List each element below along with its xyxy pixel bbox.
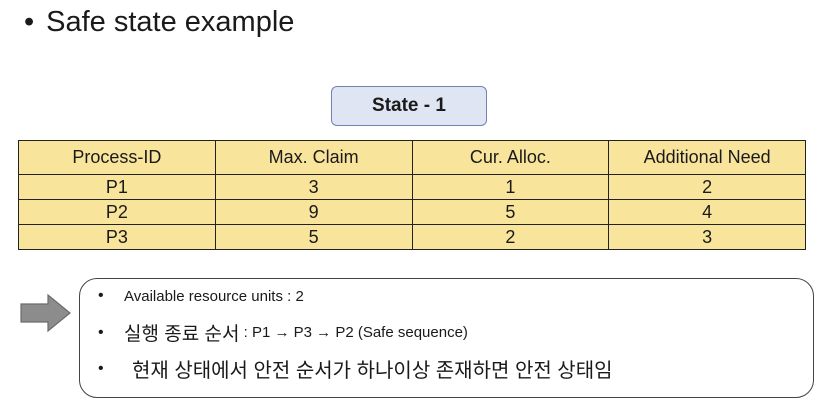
state-table: Process-ID Max. Claim Cur. Alloc. Additi… — [18, 140, 806, 250]
table-row: P2 9 5 4 — [18, 199, 806, 225]
state-label: State - 1 — [331, 86, 487, 126]
header-process-id: Process-ID — [18, 140, 216, 175]
table-row: P1 3 1 2 — [18, 174, 806, 200]
header-additional-need: Additional Need — [608, 140, 806, 175]
cell-process-id: P2 — [18, 199, 216, 225]
bullet-dot: • — [98, 323, 104, 341]
title-bullet: • — [24, 6, 35, 38]
cell-cur-alloc: 1 — [411, 174, 610, 200]
right-arrow-icon — [20, 293, 71, 333]
cell-max-claim: 3 — [214, 174, 413, 200]
info-item-safe-state: • 현재 상태에서 안전 순서가 하나이상 존재하면 안전 상태임 — [98, 354, 613, 383]
table-row: P3 5 2 3 — [18, 224, 806, 250]
cell-cur-alloc: 5 — [411, 199, 610, 225]
info-text: 현재 상태에서 안전 순서가 하나이상 존재하면 안전 상태임 — [132, 360, 613, 382]
title-text: Safe state example — [46, 6, 295, 38]
cell-process-id: P1 — [18, 174, 216, 200]
bullet-dot: • — [98, 287, 104, 304]
cell-max-claim: 5 — [214, 224, 413, 250]
info-box: • Available resource units : 2 • 실행 종료 순… — [79, 278, 814, 398]
cell-process-id: P3 — [18, 224, 216, 250]
cell-max-claim: 9 — [214, 199, 413, 225]
cell-additional-need: 4 — [608, 199, 806, 225]
bullet-dot: • — [98, 359, 104, 377]
sequence-label: 실행 종료 순서 — [124, 324, 240, 345]
sequence-text: : P1 → P3 → P2 (Safe sequence) — [239, 324, 468, 341]
header-cur-alloc: Cur. Alloc. — [411, 140, 610, 175]
cell-cur-alloc: 2 — [411, 224, 610, 250]
slide-title: • Safe state example — [24, 4, 294, 40]
info-text: Available resource units : 2 — [124, 287, 304, 305]
cell-additional-need: 3 — [608, 224, 806, 250]
info-item-available: • Available resource units : 2 — [98, 287, 304, 305]
cell-additional-need: 2 — [608, 174, 806, 200]
table-header-row: Process-ID Max. Claim Cur. Alloc. Additi… — [18, 140, 806, 175]
info-item-sequence: • 실행 종료 순서 : P1 → P3 → P2 (Safe sequence… — [98, 319, 468, 346]
header-max-claim: Max. Claim — [214, 140, 413, 175]
